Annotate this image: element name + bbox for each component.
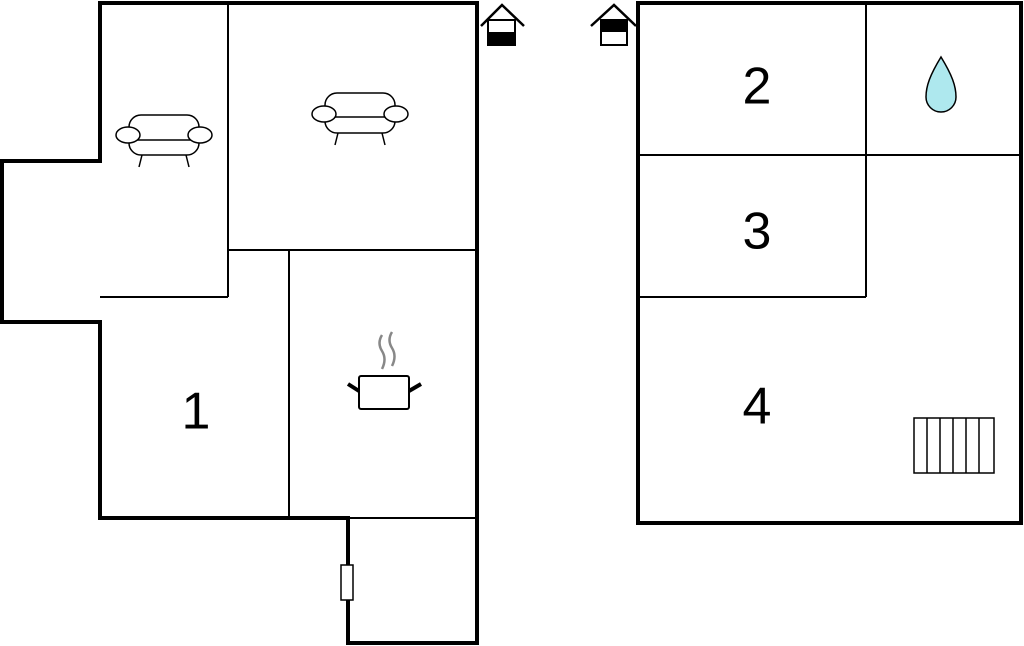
door-icon — [340, 564, 354, 601]
room-label-4: 4 — [743, 378, 772, 436]
outer-wall — [636, 1, 1023, 525]
upper-floor-plan: 2 3 4 — [590, 1, 1023, 525]
outer-wall — [0, 1, 479, 645]
cooking-pot-icon — [346, 331, 423, 410]
water-drop-icon — [925, 55, 957, 113]
house-ground-floor-icon — [480, 3, 525, 46]
ground-floor-plan: 1 — [0, 1, 525, 645]
room-label-2: 2 — [743, 58, 772, 116]
house-upper-floor-icon — [590, 3, 637, 46]
sofa-icon — [115, 114, 213, 168]
room-label-1: 1 — [182, 383, 211, 441]
sofa-icon — [311, 92, 409, 146]
room-label-3: 3 — [743, 203, 772, 261]
stairs-icon — [913, 417, 995, 474]
